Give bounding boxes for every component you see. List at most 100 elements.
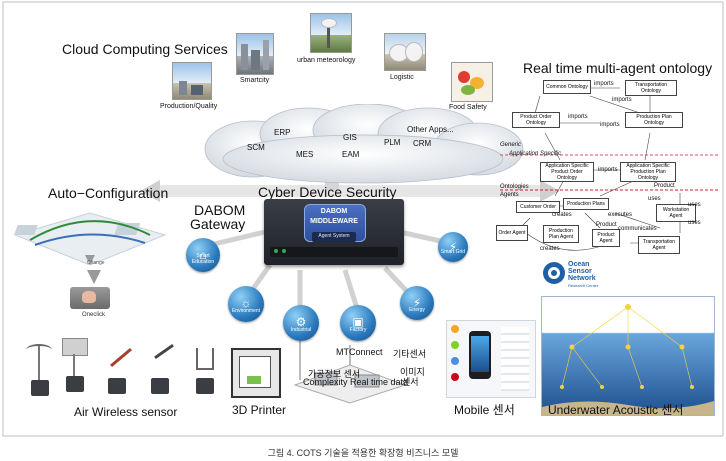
node-product-agent: Product Agent — [592, 229, 620, 247]
service-gis: GIS — [343, 133, 357, 142]
circle-factory: ▣ Factory — [340, 305, 376, 341]
auto-config-title: Auto−Configuration — [48, 185, 169, 201]
circle-energy: ⚡ Energy — [400, 286, 434, 320]
circle-label-energy: Energy — [409, 306, 425, 313]
industrial-machines — [293, 364, 407, 404]
oneclick-label: Oneclick — [82, 312, 106, 318]
osn-line-4: Research Center — [568, 283, 599, 288]
image-sensor-label-2: 센서 — [402, 377, 419, 387]
side-label-generic: Generic — [500, 142, 522, 148]
air-sensor-5 — [188, 340, 228, 396]
photo-food-safety — [451, 62, 493, 102]
photo-urban-meteorology — [310, 13, 352, 53]
processing-sensor-label: 가공정보 센서 — [308, 369, 361, 379]
node-plan-agent: Production Plan Agent — [543, 225, 579, 243]
underwater-network — [542, 304, 714, 415]
service-crm: CRM — [413, 139, 432, 148]
node-order-agent: Order Agent — [496, 225, 528, 241]
underwater-panel — [541, 296, 715, 416]
photo-label-food-safety: Food Safety — [449, 104, 487, 111]
middleware-line-2: MIDDLEWARE — [310, 218, 358, 225]
node-app-plan-ontology: Application Specific Production Plan Ont… — [620, 162, 676, 182]
node-production-plan-ontology: Production Plan Ontology — [625, 112, 683, 128]
photo-logistic — [384, 33, 426, 71]
osn-line-2: Sensor — [568, 268, 592, 275]
service-other-apps: Other Apps... — [407, 125, 454, 134]
underwater-label: Underwater Acoustic 센서 — [548, 403, 684, 417]
service-scm: SCM — [247, 143, 265, 152]
printer-label: 3D Printer — [232, 403, 287, 417]
other-sensor-label: 기타센서 — [393, 349, 427, 359]
cloud-title: Cloud Computing Services — [62, 41, 228, 57]
gateway-line-2: Gateway — [190, 216, 246, 232]
printer-device — [231, 348, 281, 398]
hand-pointer-icon — [82, 291, 96, 303]
side-label-ontologies: Ontologies — [500, 184, 529, 190]
edge-label-imports-1: imports — [594, 81, 614, 87]
edge-label-uses-3: uses — [688, 220, 701, 226]
node-common-ontology: Common Ontology — [543, 80, 591, 94]
circle-label-environment: Environment — [231, 308, 261, 315]
middleware-line-1: DABOM — [320, 208, 348, 215]
edge-label-executes: executes — [608, 212, 633, 218]
edge-label-communicates: communicates — [618, 226, 657, 232]
middleware-device: DABOM MIDDLEWARE Agent System — [264, 199, 404, 265]
circle-label-factory: Factory — [349, 327, 367, 334]
circle-smart-grid: ⚡ Smart Grid — [438, 232, 468, 262]
circle-smart-education: ⌂ Smart Education — [186, 238, 220, 272]
band-arrow-right — [540, 180, 560, 202]
side-label-application-specific: Application Specific — [509, 151, 562, 157]
down-arrow-icon — [87, 270, 101, 284]
node-workstation-agent: Workstation Agent — [656, 204, 696, 222]
side-label-agents: Agents — [500, 192, 519, 198]
figure-caption: 그림 4. COTS 기술을 적용한 확장형 비즈니스 모델 — [267, 448, 459, 458]
image-sensor-label-1: 이미지 — [400, 367, 425, 377]
ontology-title: Real time multi-agent ontology — [523, 60, 713, 76]
bottom-label-product-1: Product — [596, 222, 617, 228]
bottom-label-product-2: Product — [654, 183, 675, 189]
node-production-plans: Production Plans — [563, 198, 609, 210]
cloud-shape — [204, 104, 524, 184]
edge-label-uses-1: uses — [648, 196, 661, 202]
service-plm: PLM — [384, 138, 401, 147]
circle-environment: ☼ Environment — [228, 286, 264, 322]
service-eam: EAM — [342, 150, 360, 159]
edge-label-creates-1: creates — [552, 212, 572, 218]
circle-industrial: ⚙ Industrial — [283, 305, 319, 341]
band-arrow-left — [140, 180, 160, 202]
photo-label-production-quality: Production/Quality — [160, 103, 218, 110]
edge-label-imports-3: imports — [568, 114, 588, 120]
phone-icon — [469, 331, 491, 379]
osn-line-1: Ocean — [568, 261, 590, 268]
middleware-subtitle: Agent System — [318, 233, 350, 239]
node-transport-agent: Transportation Agent — [638, 236, 680, 254]
photo-production-quality — [172, 62, 212, 100]
photo-label-logistic: Logistic — [390, 74, 414, 81]
circle-label-industrial: Industrial — [290, 327, 312, 334]
node-transport-ontology: Transportation Ontology — [625, 80, 677, 96]
photo-label-smartcity: Smartcity — [240, 77, 270, 84]
photo-label-urban-meteorology: urban meteorology — [297, 57, 356, 64]
mtconnect-label: MTConnect — [336, 347, 383, 357]
mobile-sensor-label: Mobile 센서 — [454, 403, 515, 417]
node-customer-order: Customer Order — [516, 201, 560, 213]
security-title: Cyber Device Security — [258, 184, 397, 200]
node-product-order-ontology: Product Order Ontology — [512, 112, 560, 128]
air-sensor-4 — [143, 340, 183, 396]
osn-logo-icon — [543, 262, 565, 284]
edge-label-creates-2: creates — [540, 246, 560, 252]
edge-label-imports-2: imports — [612, 97, 632, 103]
circle-label-smart-grid: Smart Grid — [440, 249, 466, 256]
complexity-label: Complexity Real time data — [303, 377, 409, 387]
edge-label-imports-4: imports — [600, 122, 620, 128]
photo-smartcity — [236, 33, 274, 75]
air-sensor-2 — [58, 336, 98, 396]
node-app-order-ontology: Application Specific Product Order Ontol… — [540, 162, 594, 182]
oneclick-button[interactable] — [70, 287, 110, 309]
edge-label-imports-5: imports — [598, 167, 618, 173]
diagram-frame — [2, 1, 724, 437]
circle-label-smart-education: Smart Education — [191, 252, 215, 265]
service-mes: MES — [296, 150, 314, 159]
mobile-panel — [446, 320, 536, 398]
